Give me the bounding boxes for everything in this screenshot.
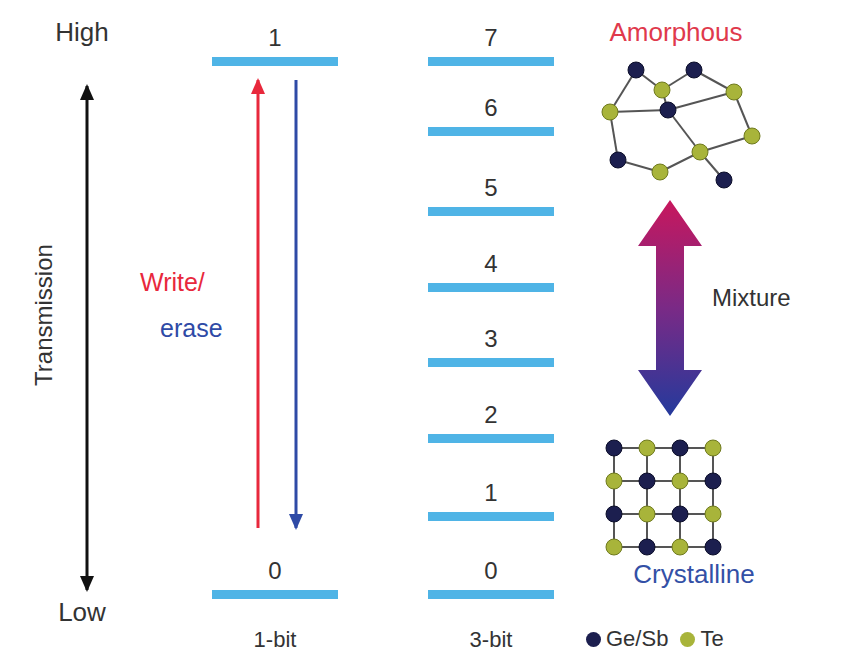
level-number: 0 [428,558,554,584]
crystalline-lattice [606,440,721,555]
arrow-label: erase [160,314,223,343]
legend-text: Te [700,626,723,652]
level-bar-node: 4 [428,251,554,292]
column-label: 3-bit [470,627,513,653]
level-number: 1 [428,480,554,506]
level-bar [428,283,554,292]
legend-item: Te [680,626,723,652]
level-bar-node: 0 [428,558,554,599]
level-number: 7 [428,25,554,51]
mixture-label: Mixture [712,284,791,312]
legend-swatch [586,632,601,647]
level-bar-node: 7 [428,25,554,66]
level-bar [428,57,554,66]
level-number: 3 [428,326,554,352]
level-bar-node: 1 [212,25,338,66]
level-number: 0 [212,558,338,584]
level-bar-node: 5 [428,175,554,216]
axis-arrow [86,86,89,590]
amorphous-structure [602,62,760,188]
column-label: 1-bit [254,627,297,653]
level-bar [428,127,554,136]
level-bar [428,434,554,443]
level-bar [428,358,554,367]
axis-title: Transmission [30,244,58,386]
legend: Ge/Sb Te [586,626,736,652]
level-number: 2 [428,402,554,428]
phase-label: Crystalline [633,559,754,590]
mixture-arrow [638,200,702,416]
legend-item: Ge/Sb [586,626,668,652]
level-bar [428,590,554,599]
level-bar-node: 6 [428,95,554,136]
level-bar [428,512,554,521]
axis-label: Low [58,597,106,628]
level-bar-node: 2 [428,402,554,443]
level-number: 4 [428,251,554,277]
transition-arrow [257,80,260,528]
level-number: 6 [428,95,554,121]
arrow-label: Write/ [140,268,205,297]
transition-arrow [295,80,298,528]
level-bar-node: 1 [428,480,554,521]
level-bar-node: 0 [212,558,338,599]
level-bar [428,207,554,216]
level-number: 5 [428,175,554,201]
legend-text: Ge/Sb [606,626,668,652]
level-bar-node: 3 [428,326,554,367]
level-bar [212,57,338,66]
level-bar [212,590,338,599]
phase-label: Amorphous [610,17,743,48]
level-number: 1 [212,25,338,51]
legend-swatch [680,632,695,647]
axis-label: High [55,17,108,48]
